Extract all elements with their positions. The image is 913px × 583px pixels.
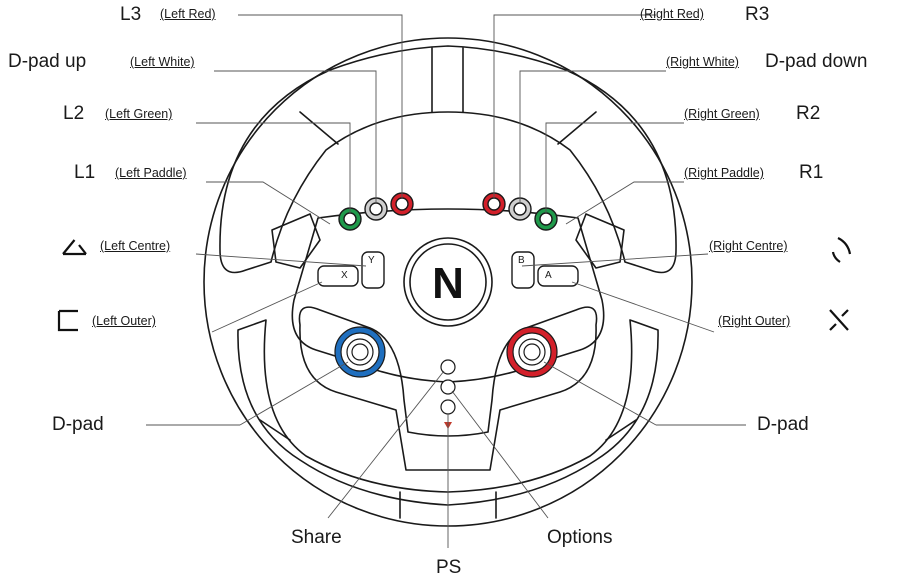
label-r1: R1	[799, 162, 824, 183]
bottom-grip	[237, 319, 659, 506]
label-right-white: (Right White)	[666, 55, 739, 69]
leader-right-red	[493, 14, 656, 198]
options-button[interactable]	[440, 379, 456, 395]
a-button-label: A	[545, 270, 552, 281]
label-right-green: (Right Green)	[684, 107, 760, 121]
b-button-label: B	[518, 255, 525, 266]
circle-icon	[831, 237, 852, 263]
label-left-centre: (Left Centre)	[100, 239, 171, 253]
leader-right-green	[545, 122, 684, 214]
leader-left-green	[196, 122, 351, 214]
y-button[interactable]	[361, 251, 385, 289]
label-options: Options	[547, 527, 613, 548]
leader-right-outer	[571, 281, 715, 333]
cross-icon	[829, 309, 849, 331]
y-button-label: Y	[368, 255, 375, 266]
label-right-outer: (Right Outer)	[718, 314, 791, 328]
label-share: Share	[291, 527, 342, 548]
leader-left-red	[238, 14, 403, 198]
top-grip	[219, 45, 677, 274]
label-dpad-right: D-pad	[757, 414, 809, 435]
label-r2: R2	[796, 103, 821, 124]
label-right-paddle: (Right Paddle)	[684, 166, 764, 180]
leader-right-paddle	[565, 181, 684, 225]
leader-right-centre	[521, 253, 709, 267]
label-right-red: (Right Red)	[640, 7, 704, 21]
a-button[interactable]	[537, 265, 579, 287]
left-paddle	[271, 213, 321, 269]
leader-left-paddle	[206, 181, 331, 225]
label-dpad-left: D-pad	[52, 414, 104, 435]
b-button[interactable]	[511, 251, 535, 289]
label-r3: R3	[745, 4, 770, 25]
label-l3: L3	[120, 4, 142, 25]
share-button[interactable]	[440, 359, 456, 375]
logo-ring-inner	[409, 243, 487, 321]
label-left-outer: (Left Outer)	[92, 314, 156, 328]
leader-left-centre	[195, 253, 367, 267]
label-ps: PS	[436, 557, 462, 578]
label-l2: L2	[63, 103, 85, 124]
logo-ring-outer	[403, 237, 493, 327]
lower-hub	[298, 306, 598, 471]
label-dpad-down: D-pad down	[765, 51, 868, 72]
ps-button[interactable]	[440, 399, 456, 415]
leader-options	[451, 390, 549, 519]
label-left-green: (Left Green)	[105, 107, 173, 121]
triangle-icon	[62, 239, 87, 256]
label-l1: L1	[74, 162, 96, 183]
right-paddle	[575, 213, 625, 269]
leader-left-outer	[211, 281, 323, 333]
x-button[interactable]	[317, 265, 359, 287]
label-dpad-up: D-pad up	[8, 51, 87, 72]
label-left-red: (Left Red)	[160, 7, 216, 21]
label-left-white: (Left White)	[130, 55, 195, 69]
label-right-centre: (Right Centre)	[709, 239, 788, 253]
x-button-label: X	[341, 270, 348, 281]
leader-right-white	[519, 70, 666, 204]
leader-share	[327, 370, 445, 519]
label-left-paddle: (Left Paddle)	[115, 166, 187, 180]
square-icon	[57, 309, 78, 332]
logo-letter: N	[432, 259, 464, 308]
leader-left-white	[214, 70, 377, 204]
